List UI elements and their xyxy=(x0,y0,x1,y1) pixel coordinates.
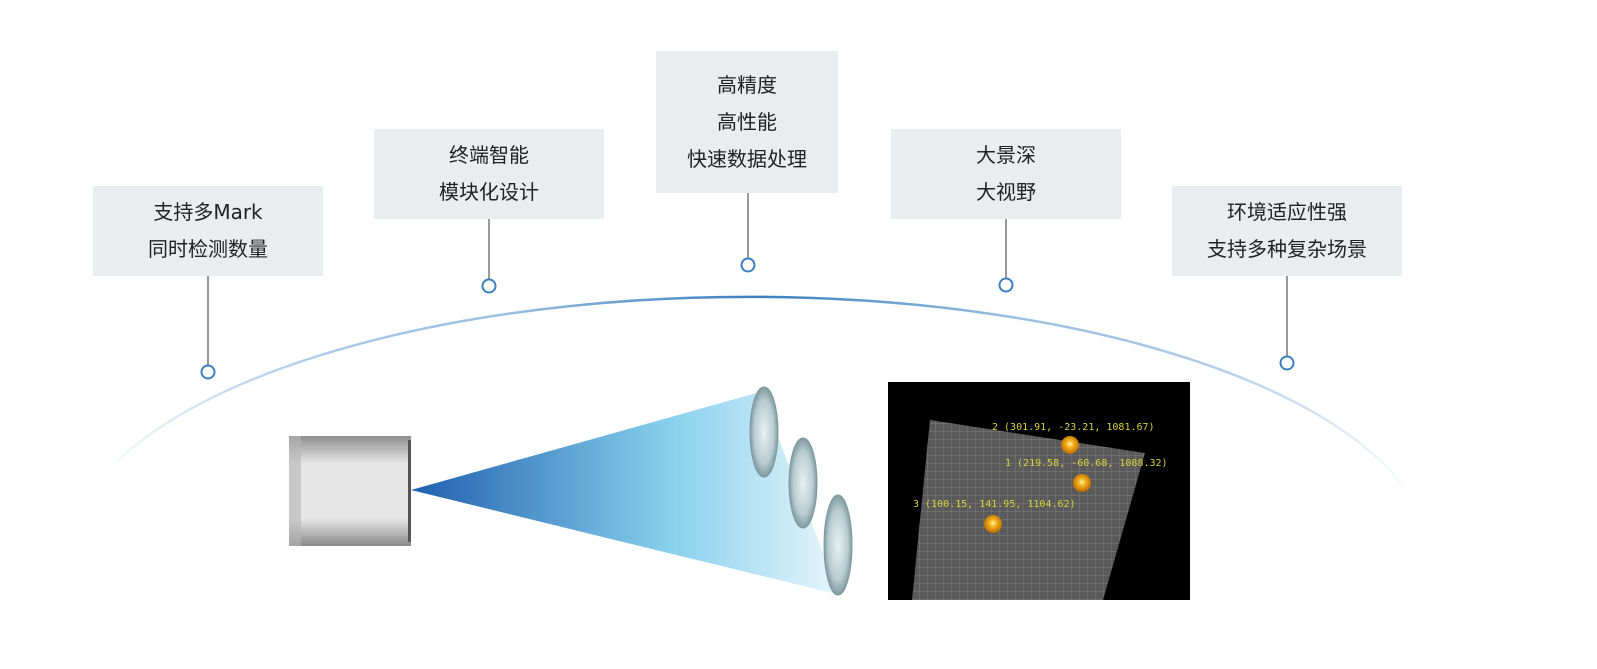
feature-line: 模块化设计 xyxy=(439,180,539,204)
arc-node-3 xyxy=(740,257,756,273)
arc-node-4 xyxy=(998,277,1014,293)
feature-box-field-of-view: 大景深 大视野 xyxy=(891,129,1121,219)
detection-view: 2 (301.91, -23.21, 1081.67) 1 (219.58, -… xyxy=(888,382,1190,600)
arc-node-2 xyxy=(481,278,497,294)
light-beam xyxy=(411,392,840,595)
marker-3 xyxy=(984,515,1002,533)
feature-box-environment: 环境适应性强 支持多种复杂场景 xyxy=(1172,186,1402,276)
feature-line: 快速数据处理 xyxy=(687,146,807,171)
feature-line: 大视野 xyxy=(976,180,1036,204)
feature-line: 环境适应性强 xyxy=(1227,200,1347,224)
point-label-1: 1 (219.58, -60.68, 1088.32) xyxy=(1005,458,1168,469)
feature-line: 同时检测数量 xyxy=(148,237,268,261)
feature-box-multi-mark: 支持多Mark 同时检测数量 xyxy=(93,186,323,276)
marker-1 xyxy=(1073,474,1091,492)
camera-icon xyxy=(289,436,411,546)
arc-node-1 xyxy=(200,364,216,380)
feature-line: 大景深 xyxy=(976,143,1036,167)
arc-line xyxy=(99,295,1417,506)
point-label-2: 2 (301.91, -23.21, 1081.67) xyxy=(992,422,1155,433)
point-label-3: 3 (100.15, 141.95, 1104.62) xyxy=(913,499,1076,510)
feature-line: 支持多Mark xyxy=(153,200,263,224)
feature-line: 高性能 xyxy=(717,109,777,134)
feature-box-modular: 终端智能 模块化设计 xyxy=(374,129,604,219)
feature-box-performance: 高精度 高性能 快速数据处理 xyxy=(656,51,838,193)
feature-line: 高精度 xyxy=(717,72,777,97)
lens-icons xyxy=(749,386,853,596)
feature-line: 终端智能 xyxy=(449,143,529,167)
arc-node-5 xyxy=(1279,355,1295,371)
marker-2 xyxy=(1061,436,1079,454)
feature-line: 支持多种复杂场景 xyxy=(1207,237,1367,261)
